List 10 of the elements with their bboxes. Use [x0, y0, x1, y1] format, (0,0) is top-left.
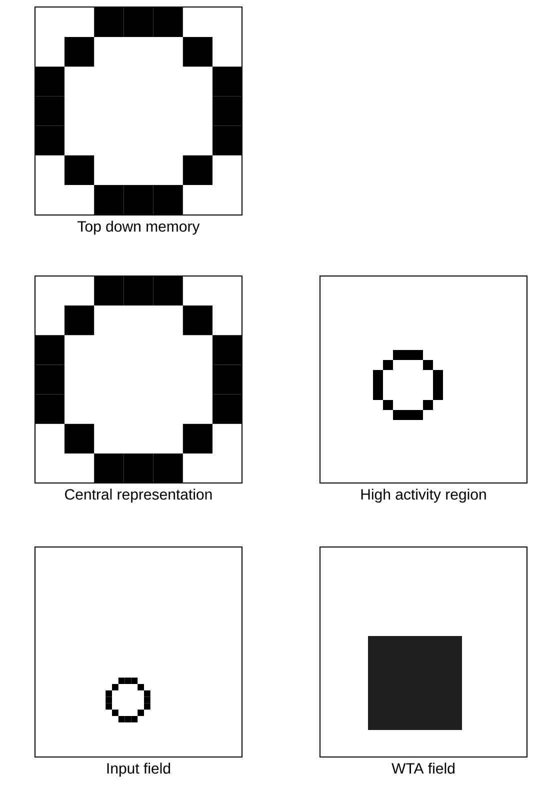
- panel: Top down memory: [34, 6, 242, 235]
- panel: Central representation: [34, 276, 242, 503]
- panel: Input field: [34, 546, 242, 777]
- node-label: Central representation: [65, 488, 212, 503]
- node-label: Input field: [107, 762, 170, 777]
- node-label: High activity region: [361, 488, 486, 503]
- node-label: Top down memory: [78, 220, 200, 235]
- node-label: WTA field: [392, 762, 454, 774]
- panel: High activity region: [320, 276, 528, 503]
- panel: WTA field: [320, 546, 528, 774]
